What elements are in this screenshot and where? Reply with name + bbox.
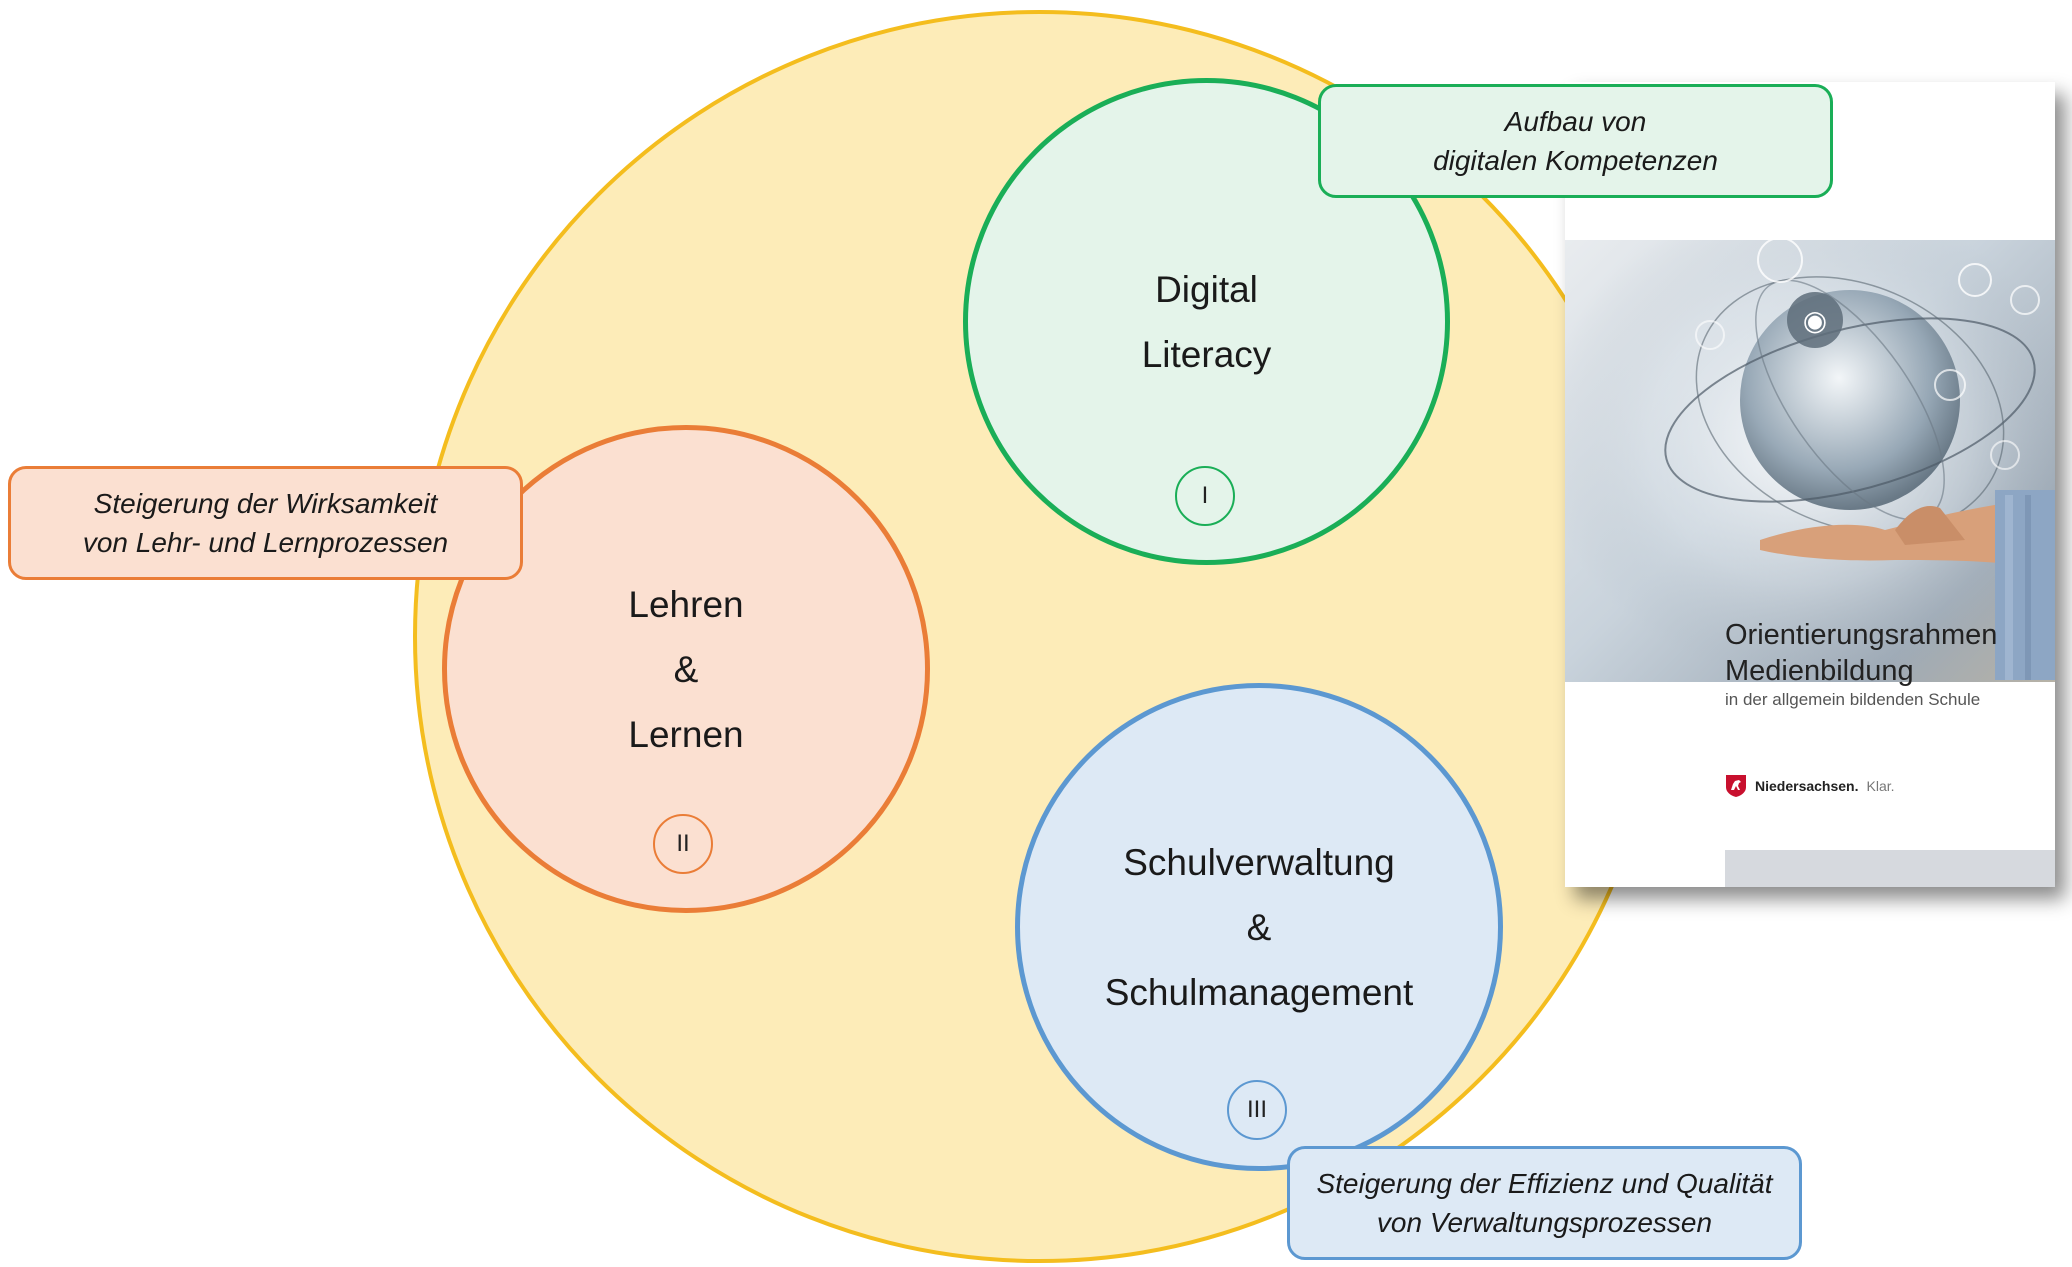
logo-text-bold: Niedersachsen. bbox=[1755, 778, 1859, 794]
callout-orange-line2: von Lehr- und Lernprozessen bbox=[82, 527, 449, 558]
schul-line2: & bbox=[1246, 906, 1272, 948]
logo-text-light: Klar. bbox=[1866, 778, 1895, 794]
brochure-title-line1: Orientierungsrahmen bbox=[1725, 619, 1998, 651]
globe-hands-illustration: ◉ bbox=[1565, 240, 2055, 682]
brochure-subtitle: in der allgemein bildenden Schule bbox=[1725, 690, 1981, 709]
brochure-photo: ◉ bbox=[1565, 240, 2055, 682]
callout-blue-line1: Steigerung der Effizienz und Qualität bbox=[1316, 1168, 1773, 1199]
callout-green-line1: Aufbau von bbox=[1504, 106, 1647, 137]
numeral-badge-i: I bbox=[1175, 466, 1235, 526]
callout-digital-kompetenzen: Aufbau von digitalen Kompetenzen bbox=[1318, 84, 1833, 198]
callout-blue-line2: von Verwaltungsprozessen bbox=[1376, 1207, 1713, 1238]
callout-wirksamkeit: Steigerung der Wirksamkeit von Lehr- und… bbox=[8, 466, 523, 580]
numeral-badge-ii: II bbox=[653, 814, 713, 874]
numeral-badge-iii: III bbox=[1227, 1080, 1287, 1140]
brochure-bottom-band bbox=[1725, 850, 2055, 887]
callout-effizienz: Steigerung der Effizienz und Qualität vo… bbox=[1287, 1146, 1802, 1260]
lehren-line2: & bbox=[673, 648, 699, 690]
digital-literacy-line2: Literacy bbox=[1141, 333, 1272, 375]
digital-literacy-line1: Digital bbox=[1155, 268, 1258, 310]
niedersachsen-logo: Niedersachsen. Klar. bbox=[1725, 774, 1895, 798]
horse-crest-icon bbox=[1726, 775, 1746, 797]
schul-line3: Schulmanagement bbox=[1104, 971, 1414, 1013]
lehren-line3: Lernen bbox=[628, 713, 744, 755]
brochure-title: Orientierungsrahmen Medienbildung bbox=[1725, 617, 2045, 689]
svg-text:◉: ◉ bbox=[1803, 304, 1827, 337]
callout-green-line2: digitalen Kompetenzen bbox=[1433, 145, 1718, 176]
schul-line1: Schulverwaltung bbox=[1123, 841, 1395, 883]
brochure-title-line2: Medienbildung bbox=[1725, 655, 1914, 687]
callout-orange-line1: Steigerung der Wirksamkeit bbox=[93, 488, 438, 519]
lehren-line1: Lehren bbox=[628, 583, 744, 625]
brochure-cover: ◉ Orientierungsrahmen Medienbildung in d… bbox=[1565, 82, 2055, 887]
